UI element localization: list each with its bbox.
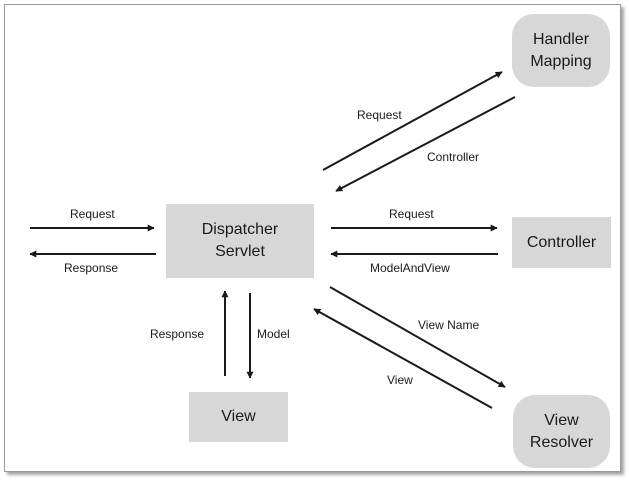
label-vr-view-name: View Name xyxy=(418,318,480,332)
label-vr-view: View xyxy=(387,373,413,387)
arrow-hm-controller xyxy=(335,96,516,192)
dispatcher-servlet-node: Dispatcher Servlet xyxy=(166,204,314,278)
view-resolver-node: View Resolver xyxy=(513,395,610,468)
dispatcher-servlet-line1: Dispatcher xyxy=(201,221,279,238)
label-view-response: Response xyxy=(150,327,205,341)
view-node: View xyxy=(189,392,288,442)
arrow-vr-view xyxy=(313,308,493,409)
handler-mapping-line2: Mapping xyxy=(530,52,592,70)
label-hm-request: Request xyxy=(357,108,402,122)
label-hm-controller: Controller xyxy=(427,150,480,164)
view-resolver-line2: Resolver xyxy=(529,433,594,451)
label-ctrl-model-and-view: ModelAndView xyxy=(370,261,450,275)
controller-label: Controller xyxy=(526,233,597,251)
handler-mapping-line1: Handler xyxy=(532,30,590,48)
label-client-response: Response xyxy=(64,261,119,275)
view-resolver-line1: View xyxy=(544,411,579,429)
view-label: View xyxy=(221,408,256,425)
label-view-model: Model xyxy=(257,327,290,341)
handler-mapping-node: Handler Mapping xyxy=(512,14,610,87)
controller-node: Controller xyxy=(512,217,611,268)
dispatcher-servlet-line2: Servlet xyxy=(215,243,265,260)
arrow-vr-view-name xyxy=(329,286,506,388)
arrow-hm-request xyxy=(322,71,503,171)
label-client-request: Request xyxy=(70,207,115,221)
label-ctrl-request: Request xyxy=(389,207,434,221)
